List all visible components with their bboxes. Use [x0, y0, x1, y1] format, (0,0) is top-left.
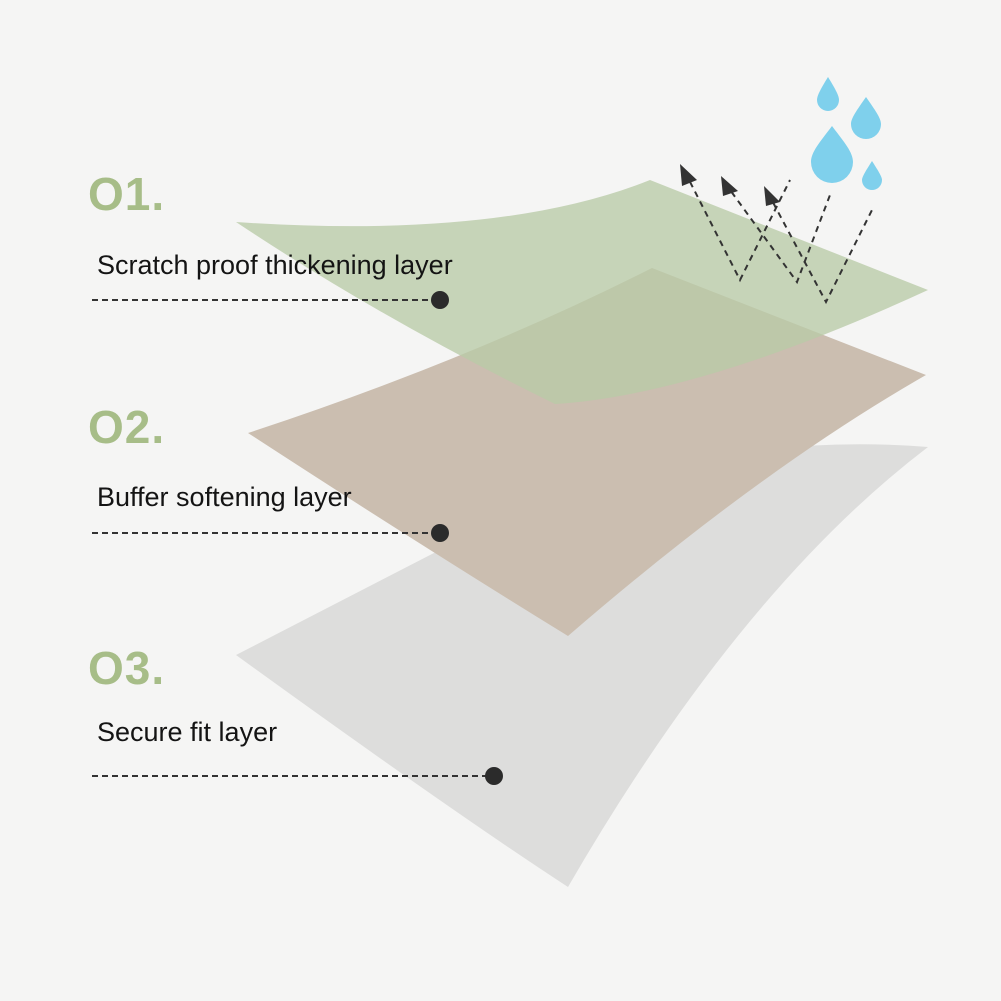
arrow-up-icon — [680, 164, 780, 206]
layer-1-number: O1. — [88, 168, 165, 220]
moisture-arrows — [684, 171, 873, 305]
leader-dot-3 — [485, 767, 503, 785]
leader-lines — [92, 299, 492, 777]
leader-dots — [431, 291, 503, 785]
leader-dot-2 — [431, 524, 449, 542]
water-drop-4 — [862, 161, 882, 190]
water-drop-2 — [851, 97, 881, 139]
arrow-path-2 — [724, 182, 831, 285]
layer-3-label: Secure fit layer — [97, 717, 277, 747]
layer-1-sheet — [236, 180, 928, 404]
layer-1-label: Scratch proof thickening layer — [97, 250, 453, 280]
arrow-path-3 — [767, 192, 873, 305]
layer-3-number: O3. — [88, 642, 165, 694]
layer-3-sheet — [236, 444, 928, 887]
leader-dot-1 — [431, 291, 449, 309]
layer-2-sheet — [248, 268, 926, 636]
water-drop-icon — [811, 77, 882, 190]
layer-2-label: Buffer softening layer — [97, 482, 352, 512]
water-drop-3 — [811, 126, 853, 183]
water-drop-1 — [817, 77, 839, 111]
layer-2-number: O2. — [88, 401, 165, 453]
arrow-path-1 — [684, 171, 791, 283]
